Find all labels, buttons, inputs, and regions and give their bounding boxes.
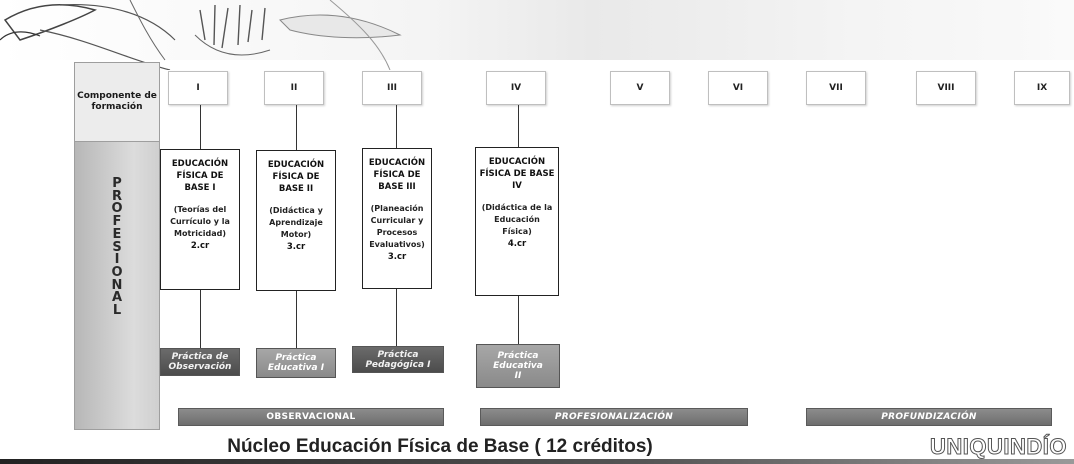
- profesional-vertical-label: P R O F E S I O N A L: [74, 176, 160, 408]
- course-box-3: EDUCACIÓN FÍSICA DE BASE III (Planeación…: [362, 148, 432, 289]
- connector-line: [518, 296, 519, 344]
- letter: F: [112, 214, 122, 230]
- letter: E: [112, 226, 122, 242]
- stage-bar-profundizacion: PROFUNDIZACIÓN: [806, 408, 1052, 426]
- letter: L: [112, 303, 122, 319]
- course-box-1: EDUCACIÓN FÍSICA DE BASE I (Teorías del …: [160, 149, 240, 290]
- letter: I: [114, 252, 120, 268]
- connector-line: [396, 289, 397, 346]
- letter: O: [111, 264, 123, 280]
- connector-line: [396, 105, 397, 148]
- letter: N: [111, 277, 123, 293]
- course-description: (Didáctica de la Educación Física): [481, 203, 553, 236]
- course-title: EDUCACIÓN FÍSICA DE BASE II: [267, 160, 325, 194]
- stage-bar-observacional: OBSERVACIONAL: [178, 408, 444, 426]
- letter: O: [111, 201, 123, 217]
- course-description: (Planeación Curricular y Procesos Evalua…: [369, 204, 425, 249]
- connector-line: [200, 290, 201, 348]
- course-title: EDUCACIÓN FÍSICA DE BASE IV: [479, 157, 555, 191]
- course-box-4: EDUCACIÓN FÍSICA DE BASE IV (Didáctica d…: [475, 147, 559, 296]
- plant-illustration: [0, 0, 402, 70]
- course-credits: 4.cr: [507, 239, 527, 249]
- course-description: (Teorías del Currículo y la Motricidad): [170, 205, 230, 238]
- letter: S: [112, 239, 122, 255]
- stage-bar-profesionalizacion: PROFESIONALIZACIÓN: [480, 408, 748, 426]
- semester-box-3: III: [362, 71, 422, 105]
- letter: A: [111, 290, 123, 306]
- course-credits: 3.cr: [286, 242, 306, 252]
- practice-box-4: Práctica Educativa II: [476, 344, 560, 388]
- letter: R: [111, 188, 122, 204]
- letter: P: [112, 176, 122, 191]
- decorative-header-band: [0, 0, 1074, 60]
- practice-box-3: Práctica Pedagógica I: [352, 346, 444, 373]
- semester-box-6: VI: [708, 71, 768, 105]
- semester-box-9: IX: [1014, 71, 1070, 105]
- connector-line: [200, 105, 201, 149]
- semester-box-7: VII: [806, 71, 866, 105]
- semester-box-2: II: [264, 71, 324, 105]
- uniquindio-logo: UNIQUINDÍO: [930, 434, 1068, 460]
- bottom-bar: [0, 459, 1074, 464]
- course-title: EDUCACIÓN FÍSICA DE BASE I: [171, 159, 229, 193]
- course-description: (Didáctica y Aprendizaje Motor): [269, 206, 323, 239]
- course-title: EDUCACIÓN FÍSICA DE BASE III: [368, 158, 426, 192]
- course-credits: 3.cr: [387, 252, 407, 262]
- connector-line: [518, 105, 519, 147]
- footer-title: Núcleo Educación Física de Base ( 12 cré…: [227, 436, 653, 457]
- connector-line: [296, 291, 297, 348]
- course-credits: 2.cr: [190, 241, 210, 251]
- semester-box-4: IV: [486, 71, 546, 105]
- connector-line: [296, 105, 297, 150]
- component-label: Componente de formación: [74, 62, 160, 142]
- semester-box-8: VIII: [916, 71, 976, 105]
- course-box-2: EDUCACIÓN FÍSICA DE BASE II (Didáctica y…: [256, 150, 336, 291]
- practice-box-2: Práctica Educativa I: [256, 348, 336, 378]
- semester-box-5: V: [610, 71, 670, 105]
- semester-box-1: I: [168, 71, 228, 105]
- practice-box-1: Práctica de Observación: [160, 348, 240, 376]
